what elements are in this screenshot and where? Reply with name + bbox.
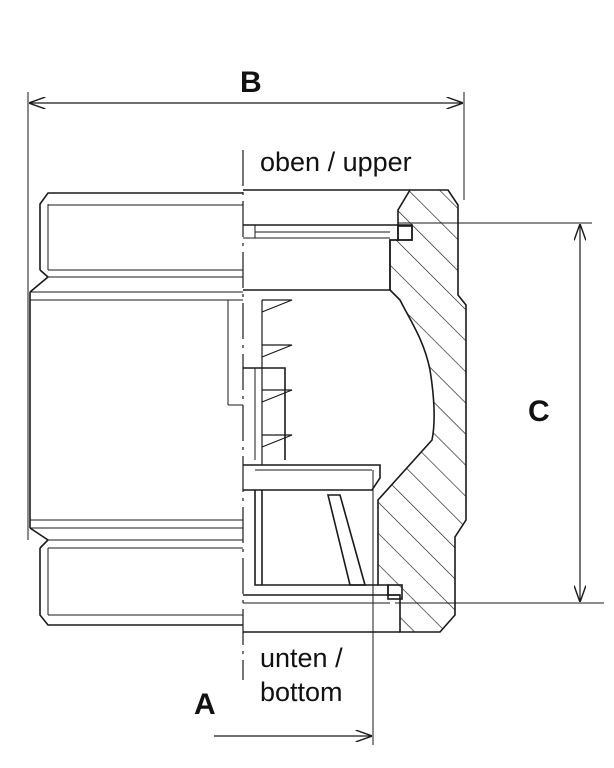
dimension-c-label: C bbox=[528, 395, 550, 428]
upper-orientation-label: oben / upper bbox=[260, 147, 412, 177]
lower-guide-cage bbox=[254, 490, 378, 586]
upper-seat-insert bbox=[397, 225, 413, 241]
valve-disc bbox=[243, 464, 381, 491]
lower-thread-outline bbox=[39, 548, 243, 626]
dimension-b bbox=[27, 92, 465, 540]
body-exterior-left bbox=[29, 192, 243, 626]
dimension-b-label: B bbox=[240, 66, 262, 99]
housing-wall-hatched bbox=[377, 189, 467, 633]
dimension-a-label: A bbox=[194, 688, 216, 721]
upper-shoulder bbox=[29, 269, 50, 293]
upper-guide-plate bbox=[243, 224, 399, 291]
dimension-a bbox=[214, 470, 374, 745]
lower-seat-insert bbox=[387, 584, 403, 600]
body-section-right bbox=[243, 189, 467, 633]
upper-thread-outline bbox=[39, 192, 243, 270]
lower-orientation-label-line1: unten / bbox=[260, 643, 343, 673]
lower-shoulder bbox=[29, 527, 50, 549]
spring-coils bbox=[261, 299, 293, 465]
valve-stem bbox=[243, 367, 286, 460]
lower-orientation-label-line2: bottom bbox=[260, 677, 343, 707]
